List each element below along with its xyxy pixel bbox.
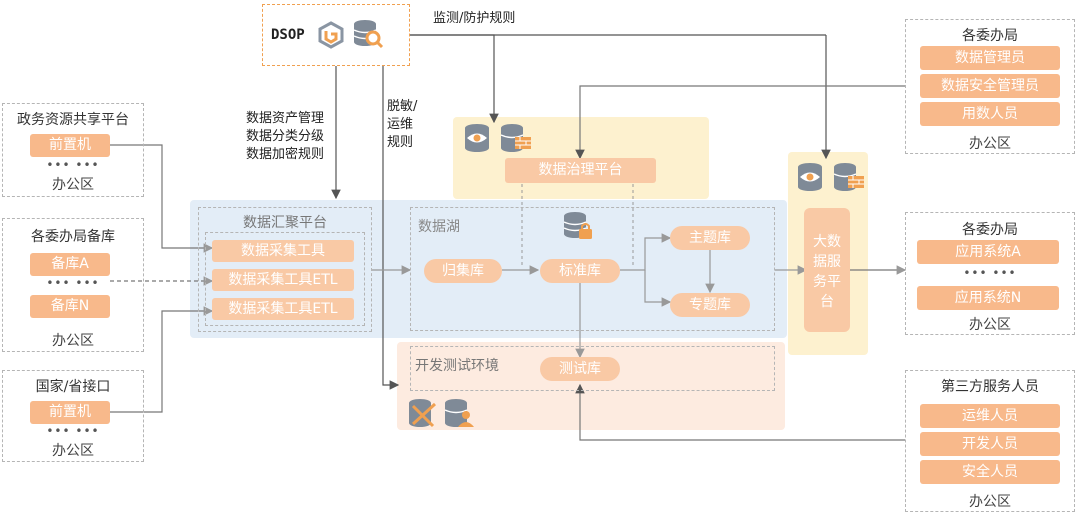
database-eye-icon — [465, 124, 489, 152]
panel-title: 各委办局备库 — [31, 229, 115, 245]
office-zone-caption: 办公区 — [52, 177, 94, 193]
encrypt-rules-label: 数据加密规则 — [246, 147, 325, 162]
desensitize-label: 脱敏/ — [387, 99, 418, 114]
office-zone-caption: 办公区 — [969, 136, 1011, 152]
data-admin-tag: 数据管理员 — [920, 46, 1060, 70]
app-system-a-tag: 应用系统A — [917, 240, 1059, 264]
aggregation-title: 数据汇聚平台 — [243, 215, 327, 231]
office-zone-caption: 办公区 — [52, 443, 94, 459]
asset-mgmt-label: 数据资产管理 — [246, 111, 325, 126]
office-zone-caption: 办公区 — [969, 494, 1011, 510]
database-lock-icon — [563, 212, 592, 239]
panel-title: 第三方服务人员 — [941, 379, 1039, 395]
panel-title: 国家/省接口 — [35, 379, 111, 395]
database-firewall-icon — [500, 124, 531, 152]
ops-label: 运维 — [387, 117, 414, 132]
right-panel-admins — [905, 19, 1075, 154]
ellipsis-dots: ••• ••• — [46, 158, 100, 172]
devtest-box — [410, 346, 775, 391]
collector-tool-tag: 数据采集工具 — [212, 240, 354, 262]
database-firewall-icon — [833, 163, 864, 191]
ellipsis-dots: ••• ••• — [46, 424, 100, 438]
dsop-box — [262, 4, 410, 66]
database-tools-icon — [409, 399, 437, 428]
bigdata-platform-tag: 大数据服务平台 — [804, 208, 850, 332]
dev-staff-tag: 开发人员 — [920, 432, 1060, 456]
left-panel-backup-db — [2, 218, 144, 352]
office-zone-caption: 办公区 — [52, 333, 94, 349]
guiji-db-tag: 归集库 — [424, 259, 502, 283]
app-system-n-tag: 应用系统N — [917, 286, 1059, 310]
data-user-tag: 用数人员 — [920, 102, 1060, 126]
dsop-logo-icon — [318, 21, 344, 49]
aggregation-inner-box — [205, 232, 365, 326]
backup-a-tag: 备库A — [30, 253, 110, 276]
right-panel-third-party — [905, 370, 1075, 512]
test-db-tag: 测试库 — [540, 357, 620, 381]
data-security-admin-tag: 数据安全管理员 — [920, 74, 1060, 98]
topic-db-tag: 主题库 — [670, 226, 750, 250]
database-search-icon — [353, 20, 384, 49]
ellipsis-dots: ••• ••• — [963, 266, 1017, 280]
right-panel-apps — [905, 212, 1075, 335]
special-db-tag: 专题库 — [670, 293, 750, 317]
left-panel-national-interface — [2, 370, 144, 462]
dsop-label: DSOP — [271, 27, 305, 43]
rules-label: 规则 — [387, 135, 414, 150]
database-user-icon — [444, 399, 474, 427]
security-staff-tag: 安全人员 — [920, 460, 1060, 484]
panel-title: 政务资源共享平台 — [17, 112, 129, 128]
panel-title: 各委办局 — [962, 222, 1018, 238]
governance-platform-tag: 数据治理平台 — [505, 158, 656, 183]
monitor-protect-rules-label: 监测/防护规则 — [433, 11, 516, 26]
ops-staff-tag: 运维人员 — [920, 404, 1060, 428]
front-machine-tag: 前置机 — [30, 401, 110, 424]
devtest-title: 开发测试环境 — [415, 358, 499, 374]
data-lake-title: 数据湖 — [418, 219, 460, 235]
database-eye-icon — [798, 163, 822, 191]
panel-title: 各委办局 — [962, 28, 1018, 44]
backup-n-tag: 备库N — [30, 295, 110, 318]
standard-db-tag: 标准库 — [540, 259, 620, 283]
office-zone-caption: 办公区 — [969, 317, 1011, 333]
data-lake-box — [410, 207, 775, 331]
front-machine-tag: 前置机 — [30, 134, 110, 157]
left-panel-gov-share — [2, 103, 144, 197]
collector-etl-tag: 数据采集工具ETL — [212, 269, 354, 291]
aggregation-platform-box — [198, 207, 372, 332]
classify-label: 数据分类分级 — [246, 129, 325, 144]
collector-etl-tag: 数据采集工具ETL — [212, 298, 354, 320]
ellipsis-dots: ••• ••• — [46, 276, 100, 290]
